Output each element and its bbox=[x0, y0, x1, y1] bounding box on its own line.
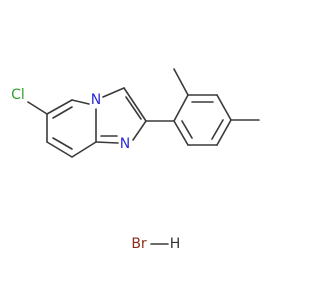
bond-p1-p2 bbox=[173, 94, 189, 122]
bond-p4-p5 bbox=[216, 119, 232, 146]
bond-n1-c8a bbox=[95, 141, 119, 144]
bond-c3-c2-inner bbox=[125, 96, 142, 120]
bond-c8-c8a bbox=[71, 141, 97, 158]
hydrogen-atom-label: H bbox=[170, 236, 181, 252]
bond-c2-n1 bbox=[132, 120, 147, 141]
chlorine-atom-label: Cl bbox=[11, 87, 25, 103]
bond-c7-c8 bbox=[46, 141, 73, 158]
pyridine-ring bbox=[27, 99, 97, 158]
imidazole-ring bbox=[95, 87, 147, 144]
bond-c5-c6-inner bbox=[52, 106, 73, 119]
bond-n4-c3 bbox=[102, 87, 125, 98]
bond-p6-p1-inner bbox=[181, 120, 193, 139]
bond-n4-c5 bbox=[71, 99, 90, 105]
nitrogen-bridgehead-label: N bbox=[91, 92, 101, 108]
bond-p6-p1 bbox=[173, 120, 189, 146]
bond-p3-p4 bbox=[216, 94, 232, 121]
phenyl-ring bbox=[145, 68, 260, 146]
bromine-atom-label: Br bbox=[131, 236, 147, 252]
bond-c6-cl bbox=[27, 101, 48, 115]
bond-c7-c8-inner bbox=[52, 137, 73, 150]
bond-methyl-ortho bbox=[173, 68, 189, 96]
bond-c3-c2 bbox=[123, 87, 147, 122]
nitrogen-ring-label: N bbox=[120, 136, 130, 152]
bond-p4-p5-inner bbox=[211, 119, 224, 140]
bond-c5-c6 bbox=[46, 99, 73, 115]
molecule-structure: Cl N N Br H bbox=[11, 68, 260, 252]
atom-labels: Cl N N Br H bbox=[11, 87, 180, 252]
